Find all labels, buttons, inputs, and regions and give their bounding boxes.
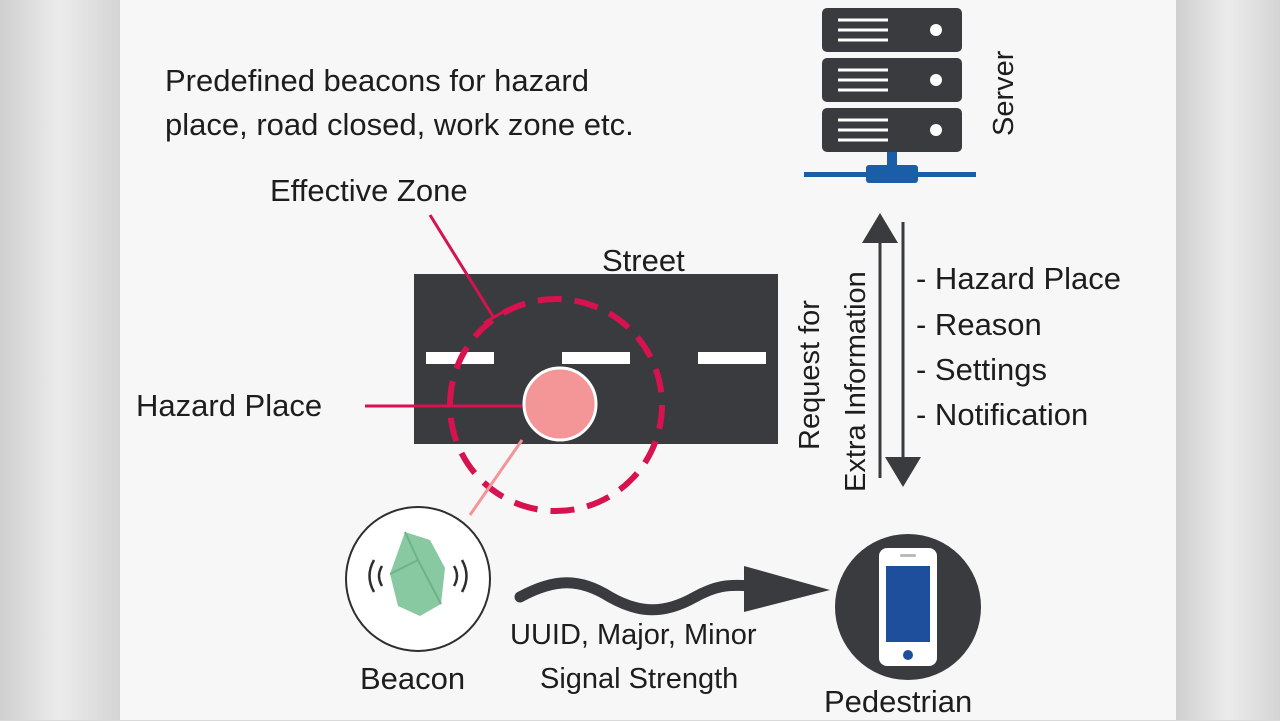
signal-arrow	[514, 566, 830, 616]
right-margin	[1176, 0, 1280, 720]
server-icon	[804, 8, 976, 183]
signal-line-1: UUID, Major, Minor	[510, 619, 757, 651]
hazard-place-marker	[522, 366, 598, 442]
left-margin	[0, 0, 120, 720]
effective-zone-label: Effective Zone	[270, 173, 468, 208]
hazard-to-beacon-link	[468, 439, 524, 516]
response-item-reason: - Reason	[916, 307, 1042, 342]
response-item-hazard-place: - Hazard Place	[916, 261, 1122, 296]
request-line-2: Extra Information	[840, 271, 872, 492]
response-item-notification: - Notification	[916, 397, 1089, 432]
signal-line-2: Signal Strength	[540, 663, 739, 695]
server-label: Server	[988, 50, 1020, 136]
effective-zone-pointer-tick	[483, 310, 504, 325]
hazard-place-label: Hazard Place	[136, 388, 323, 423]
intro-line-1: Predefined beacons for hazard	[165, 63, 589, 98]
street-label: Street	[602, 243, 685, 278]
pedestrian-label: Pedestrian	[824, 684, 973, 719]
beacon-icon	[345, 506, 491, 652]
phone-icon	[835, 534, 981, 680]
effective-zone-circle	[447, 296, 665, 514]
request-line-1: Request for	[794, 300, 826, 450]
beacon-label: Beacon	[360, 661, 466, 696]
intro-line-2: place, road closed, work zone etc.	[165, 107, 634, 142]
response-item-settings: - Settings	[916, 352, 1047, 387]
lane-markings	[426, 352, 766, 364]
effective-zone-pointer	[428, 214, 496, 319]
